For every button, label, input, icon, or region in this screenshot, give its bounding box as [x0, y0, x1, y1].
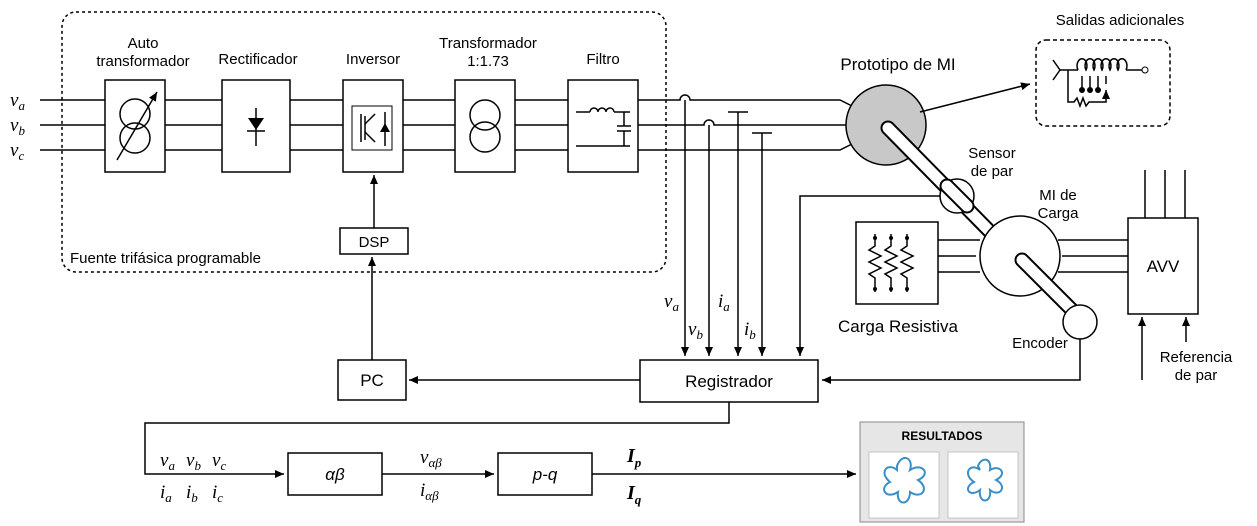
svg-text:Ip: Ip [626, 445, 642, 470]
svg-text:va: va [160, 450, 175, 473]
alphabeta-output-labels: vαβ iαβ [420, 447, 442, 503]
pq-label: p-q [532, 465, 558, 484]
encoder-label: Encoder [1012, 335, 1068, 352]
filter-block [567, 79, 639, 173]
encoder [1062, 304, 1098, 340]
autotransformer-label-1: Auto [128, 35, 159, 52]
processing-input-labels: va vb vc ia ib ic [160, 450, 226, 505]
autotransformer-label-2: transformador [96, 53, 189, 70]
pc-block [337, 359, 407, 401]
transformer-block [454, 79, 516, 173]
torque-reference-label-1: Referencia [1160, 349, 1233, 366]
encoder-to-registrador-arrow [822, 339, 1081, 384]
registrador-block [639, 359, 819, 403]
load-motor-label-1: MI de [1039, 187, 1077, 204]
svg-text:Iq: Iq [626, 482, 642, 507]
probe-labels: va vb ia ib [664, 291, 756, 342]
resistive-load-label: Carga Resistiva [838, 317, 959, 336]
autotransformer-block [104, 79, 166, 173]
alphabeta-label: αβ [325, 465, 345, 484]
results-title: RESULTADOS [902, 429, 983, 443]
pc-label: PC [360, 371, 384, 390]
svg-text:va: va [10, 90, 25, 113]
inverter-label: Inversor [346, 51, 400, 68]
prototype-label: Prototipo de MI [840, 55, 955, 74]
load-motor-label-2: Carga [1038, 205, 1080, 222]
filter-label: Filtro [586, 51, 619, 68]
avv-block [1127, 170, 1199, 315]
svg-text:vb: vb [688, 319, 703, 342]
transformer-label: Transformador [439, 35, 537, 52]
rectifier-block [221, 79, 291, 173]
alphabeta-block [287, 452, 383, 496]
torque-sensor-label-1: Sensor [968, 145, 1016, 162]
programmable-source-label: Fuente trifásica programable [70, 250, 261, 267]
additional-outputs-label: Salidas adicionales [1056, 12, 1184, 29]
resistive-load [855, 221, 939, 305]
pq-output-labels: Ip Iq [626, 445, 642, 507]
svg-text:ic: ic [212, 482, 223, 505]
load-motor [905, 215, 1128, 323]
svg-text:va: va [664, 291, 679, 314]
results-panel [859, 421, 1025, 523]
svg-text:vb: vb [186, 450, 201, 473]
torque-reference-label-2: de par [1175, 367, 1218, 384]
additional-outputs-block [1035, 39, 1171, 127]
svg-text:ia: ia [718, 291, 730, 314]
rectifier-label: Rectificador [218, 51, 297, 68]
svg-text:ia: ia [160, 482, 172, 505]
svg-text:ib: ib [744, 319, 756, 342]
svg-text:ib: ib [186, 482, 198, 505]
registrador-to-processing-line [144, 402, 730, 478]
svg-text:vb: vb [10, 115, 25, 138]
registrador-label: Registrador [685, 372, 773, 391]
svg-text:vαβ: vαβ [420, 447, 442, 470]
dsp-label: DSP [359, 234, 390, 251]
svg-text:iαβ: iαβ [420, 480, 439, 503]
transformer-ratio: 1:1.73 [467, 53, 509, 70]
svg-text:vc: vc [212, 450, 226, 473]
svg-text:vc: vc [10, 140, 24, 163]
measurement-probes [681, 100, 944, 356]
prototype-to-outputs-arrow [919, 82, 1031, 113]
torque-sensor-label-2: de par [971, 163, 1014, 180]
avv-label: AVV [1147, 257, 1180, 276]
pq-block [497, 452, 593, 496]
inverter-block [342, 79, 404, 173]
programmable-source-boundary [61, 11, 667, 273]
input-voltage-labels: va vb vc [10, 90, 25, 163]
